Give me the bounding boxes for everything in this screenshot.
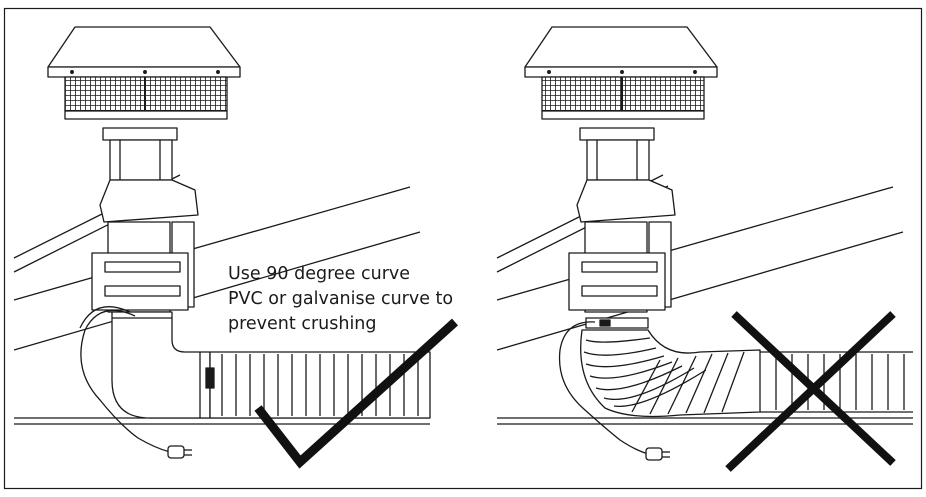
- caption-line-3: prevent crushing: [228, 314, 377, 334]
- caption-line-2: PVC or galvanise curve to: [228, 289, 454, 309]
- diagram-border: [3, 7, 923, 490]
- roof-cowl-right: [524, 26, 718, 120]
- rigid-elbow: [111, 311, 211, 419]
- flexible-duct-straight: [205, 351, 431, 419]
- power-cord-left: [79, 306, 192, 459]
- power-cord-right: [558, 321, 670, 461]
- vertical-duct-left: [91, 127, 199, 313]
- panel-correct: [13, 26, 431, 459]
- cross-mark-icon: [725, 311, 896, 472]
- check-mark-icon: [254, 318, 459, 469]
- caption-line-1: Use 90 degree curve: [228, 264, 411, 284]
- instruction-caption: Use 90 degree curve PVC or galvanise cur…: [228, 262, 488, 337]
- vertical-duct-right: [568, 127, 676, 329]
- panel-incorrect: [496, 26, 913, 461]
- roof-cowl-left: [47, 26, 241, 120]
- crushed-flexible-bend: [580, 329, 913, 418]
- roof-lines-right: [496, 174, 904, 351]
